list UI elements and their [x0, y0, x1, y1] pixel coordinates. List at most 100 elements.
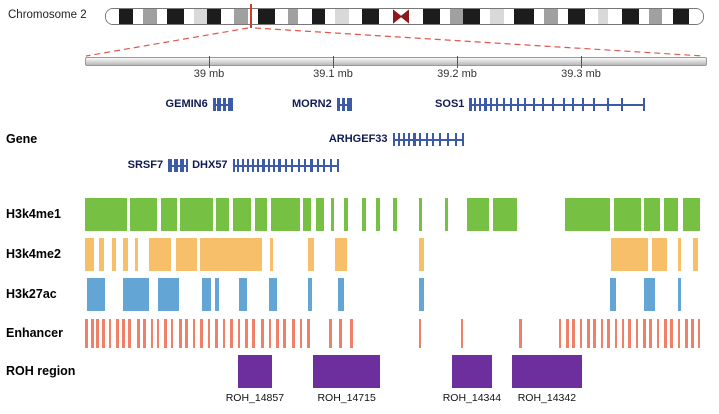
track-h3k4me1 — [85, 198, 705, 231]
enhancer-tick — [649, 319, 652, 348]
gene-exon — [407, 133, 410, 146]
gene-exon — [246, 159, 250, 172]
gene-exon — [495, 98, 499, 111]
gene-exon — [217, 98, 222, 111]
enhancer-tick — [102, 319, 105, 348]
gene-morn2 — [336, 98, 352, 111]
ideogram-band — [220, 9, 235, 24]
gene-exon — [552, 98, 555, 111]
gene-exon — [291, 159, 294, 172]
enhancer-tick — [200, 319, 203, 348]
h3k4me1-block — [376, 198, 381, 231]
gene-exon — [273, 159, 276, 172]
enhancer-tick — [252, 319, 255, 348]
gene-label-dhx57: DHX57 — [192, 159, 228, 171]
gene-exon — [455, 133, 458, 146]
enhancer-tick — [697, 319, 701, 348]
h3k4me1-block — [682, 198, 701, 231]
ideogram-band — [534, 9, 545, 24]
gene-label-arhgef33: ARHGEF33 — [328, 133, 388, 145]
gene-exon — [516, 98, 520, 111]
gene-exon — [310, 159, 313, 172]
zoom-line-left — [85, 27, 249, 57]
gene-exon — [425, 133, 428, 146]
h3k27ac-block — [123, 278, 150, 311]
h3k4me1-block — [492, 198, 517, 231]
enhancer-tick — [572, 319, 575, 348]
ideogram-band — [557, 9, 568, 24]
track-h3k27ac — [85, 278, 705, 311]
gene-exon — [419, 133, 422, 146]
chromosome-title: Chromosome 2 — [8, 9, 87, 21]
zoom-connector — [85, 27, 704, 57]
enhancer-tick — [215, 319, 218, 348]
enhancer-tick — [329, 319, 332, 348]
gene-srsf7 — [168, 159, 188, 172]
enhancer-tick — [245, 319, 248, 348]
ruler-tick-label: 39.3 mb — [561, 68, 601, 80]
gene-exon — [413, 133, 416, 146]
gene-label-srsf7: SRSF7 — [127, 159, 164, 171]
gene-exon — [212, 98, 216, 111]
gene-label-morn2: MORN2 — [292, 98, 332, 110]
gene-exon — [392, 133, 395, 146]
gene-exon — [347, 98, 352, 111]
gene-exon — [179, 159, 184, 172]
enhancer-tick — [170, 319, 174, 348]
enhancer-tick — [207, 319, 211, 348]
gene-exon — [523, 98, 527, 111]
ruler-tick — [457, 56, 458, 68]
ideogram-band — [480, 9, 491, 24]
gene-exon — [232, 159, 235, 172]
enhancer-tick — [156, 319, 160, 348]
gene-exon — [297, 159, 300, 172]
gene-exon — [509, 98, 513, 111]
gene-exon — [484, 98, 487, 111]
h3k4me2-block — [134, 238, 139, 271]
enhancer-tick — [593, 319, 596, 348]
zoom-line-right — [255, 27, 704, 57]
roh-block-label: ROH_14857 — [225, 392, 285, 404]
h3k4me1-block — [344, 198, 348, 231]
h3k4me1-block — [180, 198, 213, 231]
roh-block-label: ROH_14715 — [317, 392, 376, 404]
roh-block-label: ROH_14344 — [442, 392, 502, 404]
h3k27ac-block — [677, 278, 682, 311]
roh-block — [452, 355, 492, 388]
gene-exon — [562, 98, 565, 111]
h3k4me2-block — [200, 238, 263, 271]
gene-sos1 — [469, 98, 646, 111]
gene-exon — [606, 98, 609, 111]
ideogram-band — [106, 9, 120, 24]
gene-intron-line — [392, 138, 465, 141]
ideogram-band — [119, 9, 133, 24]
enhancer-tick — [276, 319, 279, 348]
ideogram-band — [348, 9, 363, 24]
gene-exon — [582, 98, 585, 111]
enhancer-tick — [237, 319, 241, 348]
ideogram-band — [183, 9, 194, 24]
h3k4me2-block — [335, 238, 347, 271]
gene-exon — [592, 98, 595, 111]
gene-row-3: SRSF7 DHX57 — [0, 158, 719, 173]
gene-exon — [620, 98, 624, 111]
ideogram-band — [568, 9, 585, 24]
ideogram-band — [439, 9, 450, 24]
h3k4me2-block — [269, 238, 274, 271]
enhancer-tick — [656, 319, 660, 348]
ideogram-band — [193, 9, 208, 24]
enhancer-tick — [600, 319, 604, 348]
ideogram-band — [362, 9, 380, 24]
ideogram-band — [274, 9, 289, 24]
enhancer-tick — [519, 319, 522, 348]
gene-exon — [323, 159, 326, 172]
ideogram-band — [409, 9, 423, 24]
h3k4me1-block — [303, 198, 311, 231]
enhancer-tick — [587, 319, 590, 348]
gene-exon — [397, 133, 400, 146]
gene-exon — [185, 159, 188, 172]
